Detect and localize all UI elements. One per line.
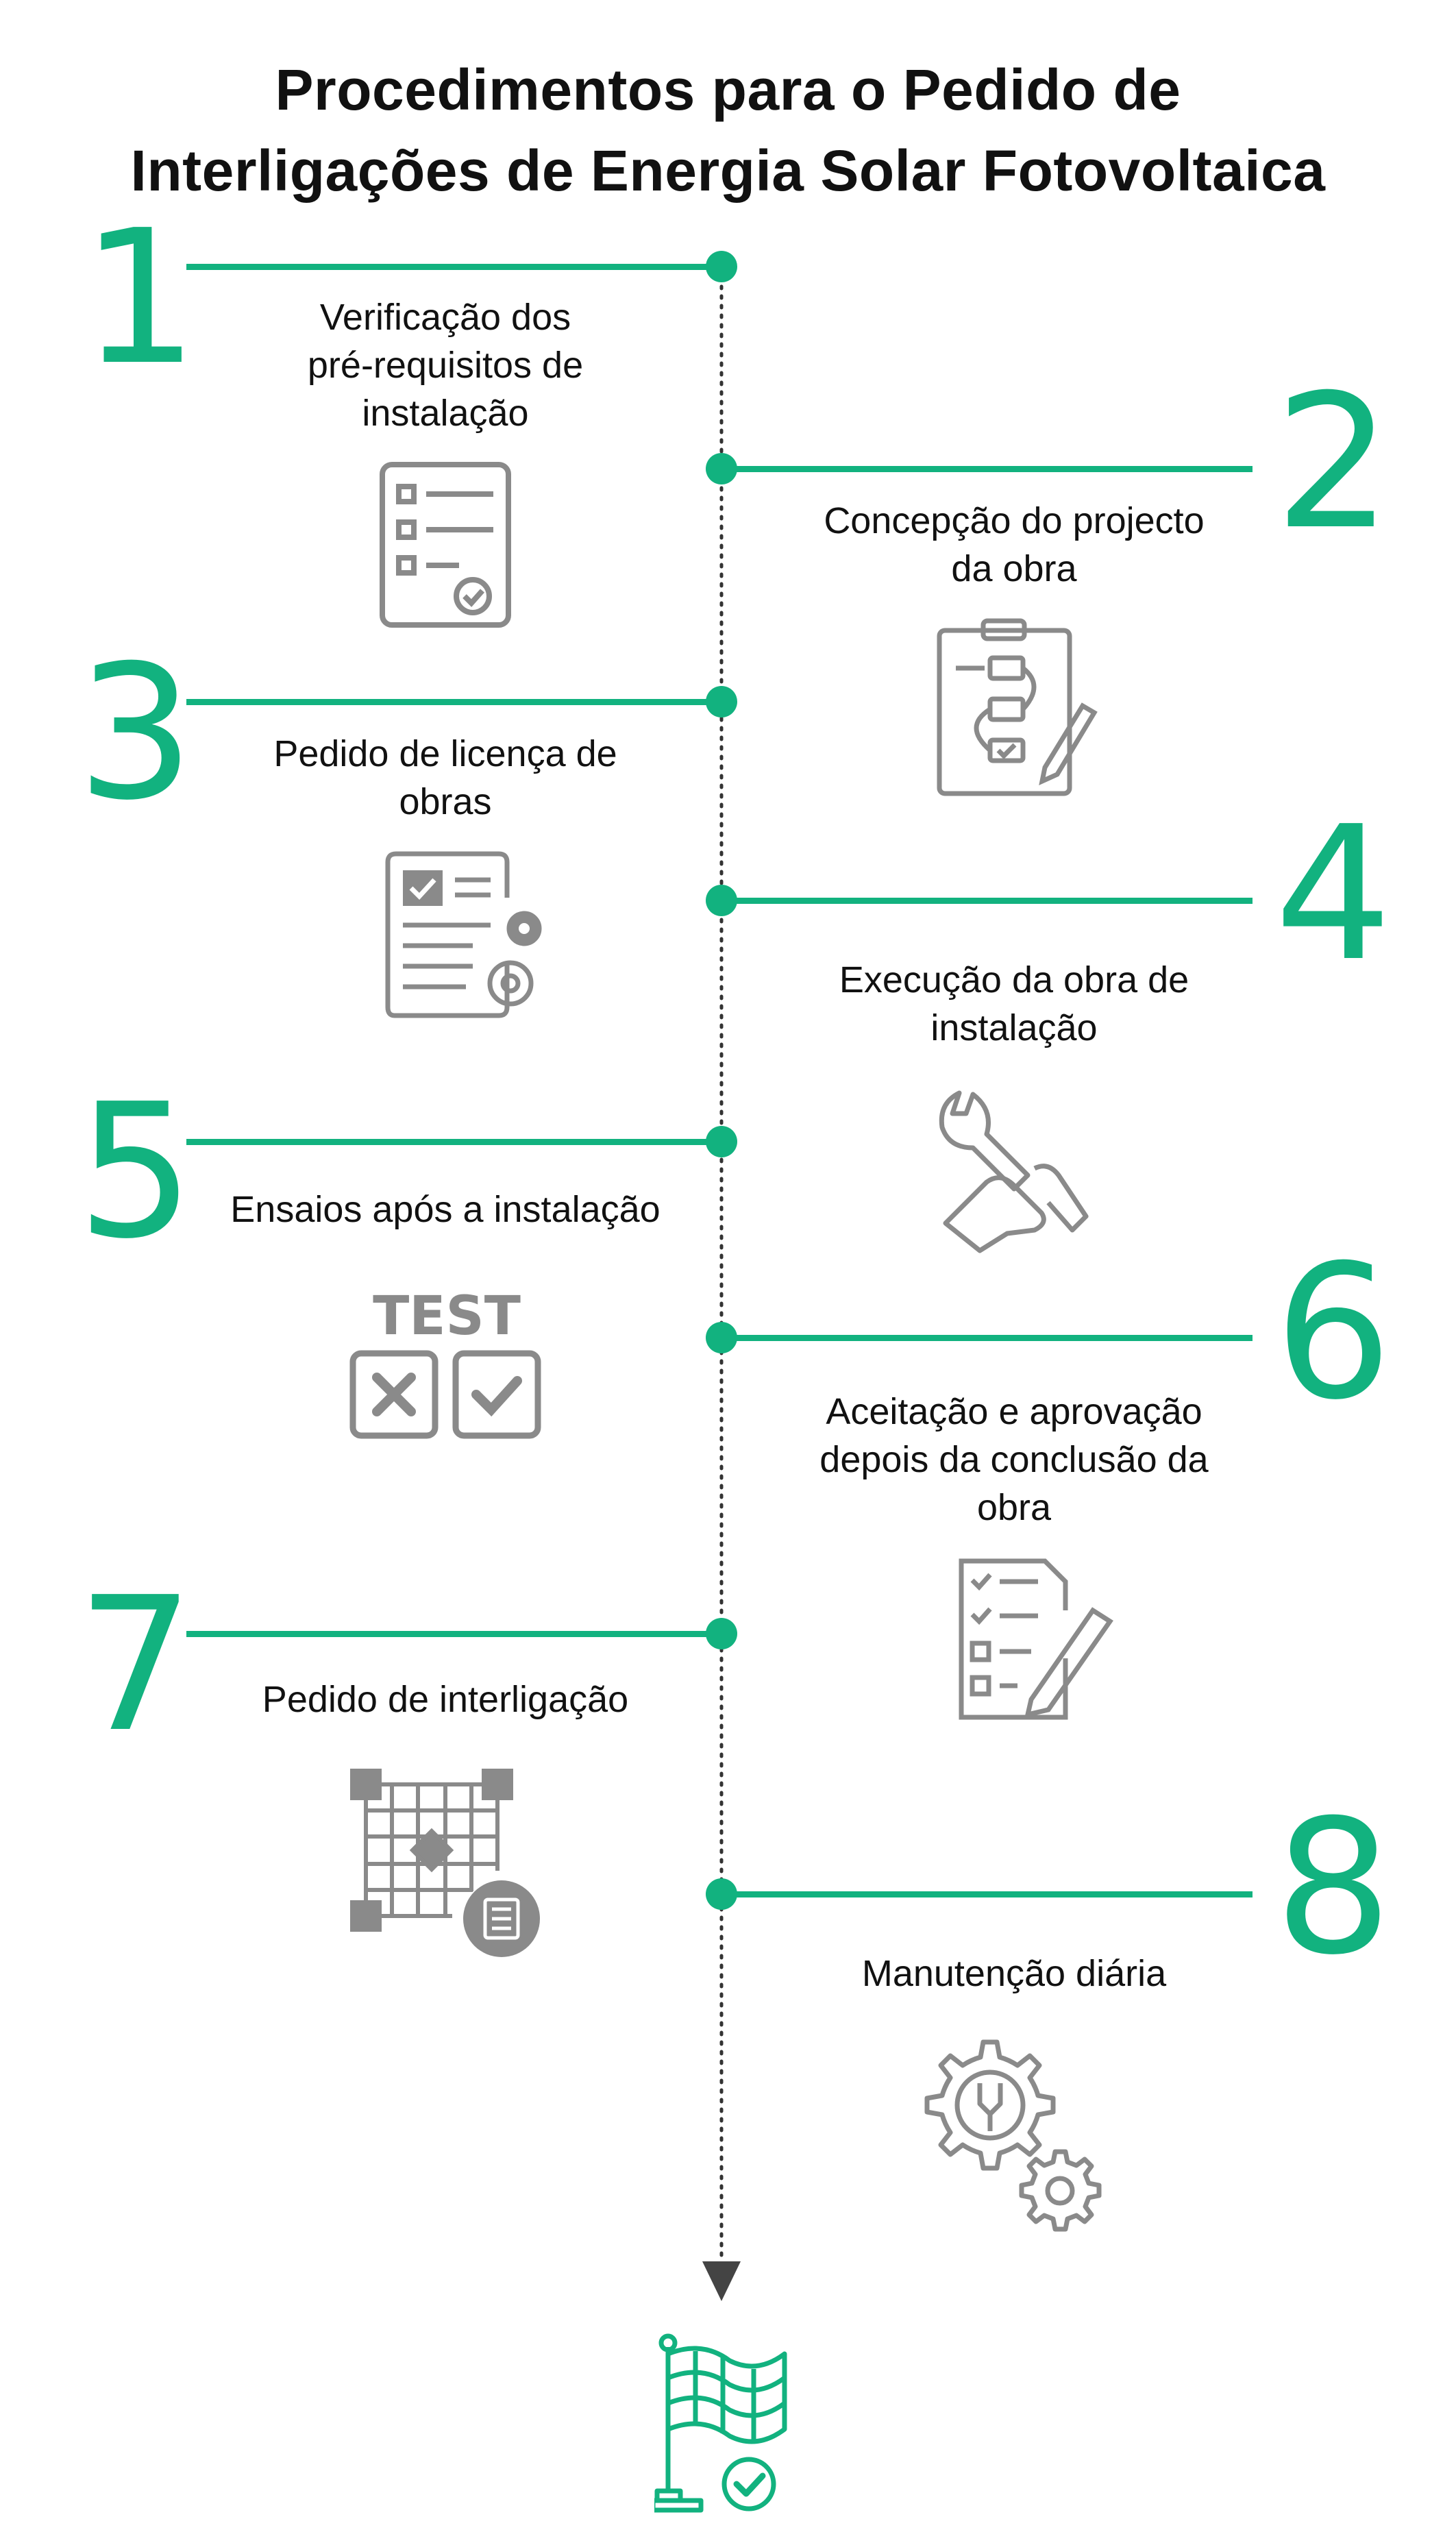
step-3-label-line: Pedido de licença de [273, 733, 617, 774]
step-8-number: 8 [1274, 1780, 1392, 1995]
step-8-label-line: Manutenção diária [861, 1953, 1167, 1994]
hand-wrench-icon [932, 1086, 1096, 1254]
grid-network-icon [349, 1768, 545, 1960]
step-6-connector [721, 1335, 1253, 1341]
page-title: Procedimentos para o Pedido de Interliga… [0, 49, 1456, 211]
step-7-number: 7 [77, 1557, 195, 1773]
step-8-connector [721, 1891, 1253, 1897]
step-8-dot [706, 1878, 737, 1910]
step-7-label-line: Pedido de interligação [262, 1679, 629, 1720]
gears-wrench-icon [915, 2035, 1113, 2234]
timeline-arrow-icon [702, 2261, 741, 2301]
title-line-2: Interligações de Energia Solar Fotovolta… [130, 138, 1326, 203]
step-4-number: 4 [1274, 786, 1392, 1002]
step-6-number: 6 [1274, 1225, 1392, 1440]
step-3-label: Pedido de licença de obras [206, 730, 685, 826]
finish-flag-check-icon [654, 2333, 795, 2515]
checklist-document-icon [377, 459, 514, 630]
step-3-connector [186, 699, 721, 705]
step-6-label-line: depois da conclusão da [819, 1439, 1209, 1480]
test-text: TEST [373, 1286, 521, 1347]
step-6-label-line: obra [976, 1487, 1052, 1528]
step-3-number: 3 [77, 625, 195, 841]
step-2-label-line: da obra [951, 548, 1077, 589]
step-4-label: Execução da obra de instalação [767, 956, 1261, 1052]
document-gears-icon [384, 850, 552, 1021]
step-2-label-line: Concepção do projecto [824, 500, 1205, 541]
step-5-dot [706, 1126, 737, 1157]
step-4-label-line: Execução da obra de [839, 959, 1189, 1000]
step-5-connector [186, 1139, 721, 1145]
step-5-label-line: Ensaios após a instalação [230, 1189, 661, 1230]
step-7-connector [186, 1631, 721, 1637]
step-1-label-line: pré-requisitos de [307, 345, 584, 386]
step-8-label: Manutenção diária [754, 1950, 1274, 1998]
step-4-label-line: instalação [930, 1007, 1098, 1048]
title-line-1: Procedimentos para o Pedido de [275, 58, 1181, 122]
step-7-dot [706, 1618, 737, 1649]
step-6-label-line: Aceitação e aprovação [826, 1391, 1202, 1432]
step-2-label: Concepção do projecto da obra [767, 497, 1261, 593]
checklist-pencil-icon [956, 1556, 1120, 1723]
step-3-label-line: obras [399, 781, 492, 822]
step-2-connector [721, 466, 1253, 472]
step-7-label: Pedido de interligação [171, 1675, 719, 1723]
step-1-dot [706, 251, 737, 282]
test-boxes-icon: TEST [346, 1285, 548, 1442]
step-1-label: Verificação dos pré-requisitos de instal… [226, 293, 665, 437]
step-1-connector [186, 264, 721, 270]
step-1-label-line: Verificação dos [319, 297, 571, 338]
step-3-dot [706, 686, 737, 717]
step-2-number: 2 [1274, 354, 1392, 570]
step-2-dot [706, 453, 737, 484]
step-1-label-line: instalação [362, 393, 529, 434]
step-4-dot [706, 885, 737, 916]
step-5-label: Ensaios após a instalação [171, 1185, 719, 1233]
step-4-connector [721, 898, 1253, 904]
step-5-number: 5 [77, 1064, 195, 1279]
step-1-number: 1 [81, 190, 199, 406]
step-6-label: Aceitação e aprovação depois da conclusã… [754, 1388, 1274, 1532]
clipboard-flow-pencil-icon [935, 617, 1100, 798]
step-6-dot [706, 1322, 737, 1353]
